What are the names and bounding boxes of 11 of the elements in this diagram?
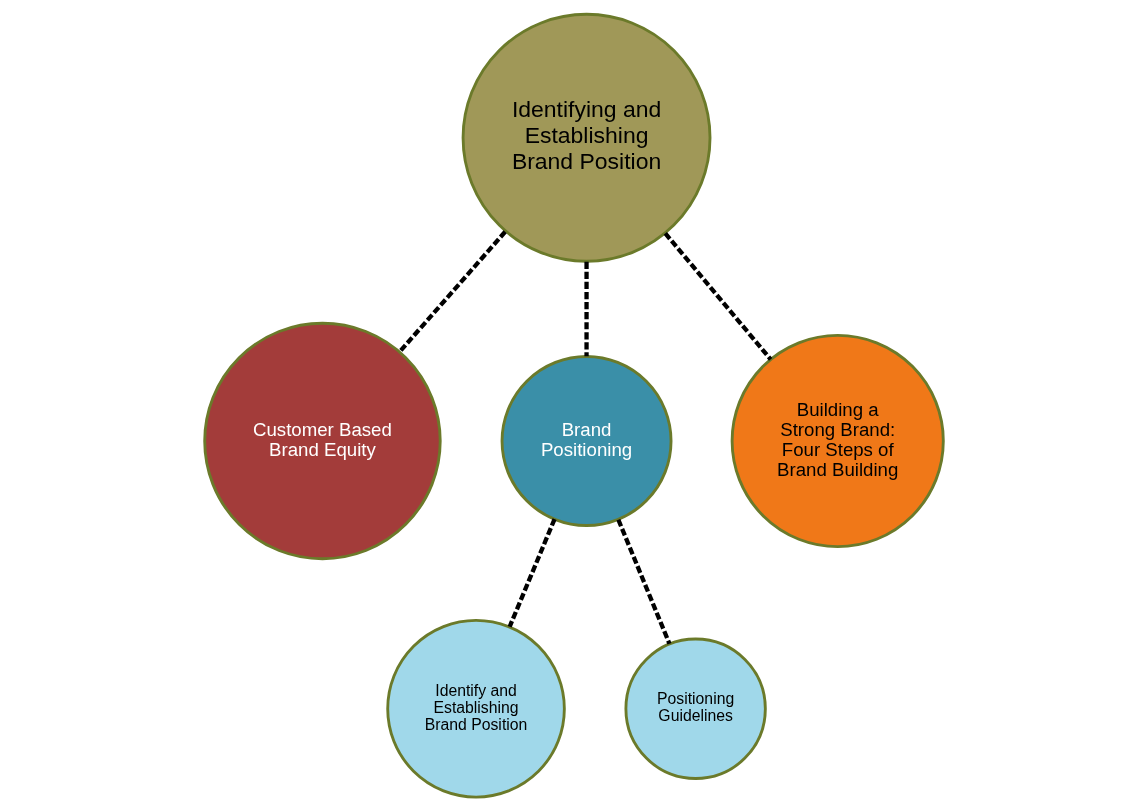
connector <box>583 261 589 357</box>
node-circle: Customer Based Brand Equity <box>202 321 442 561</box>
node-circle: Identify and Establishing Brand Position <box>385 619 566 799</box>
node-circle: Identifying and Establishing Brand Position <box>461 12 711 263</box>
connector <box>397 230 507 354</box>
node-circle: Brand Positioning <box>500 355 672 527</box>
connector <box>615 518 671 645</box>
node-circle: Positioning Guidelines <box>623 637 767 780</box>
connector <box>507 518 557 628</box>
connector <box>663 232 772 361</box>
node-circle: Building a Strong Brand: Four Steps of Brand Building <box>730 334 945 549</box>
